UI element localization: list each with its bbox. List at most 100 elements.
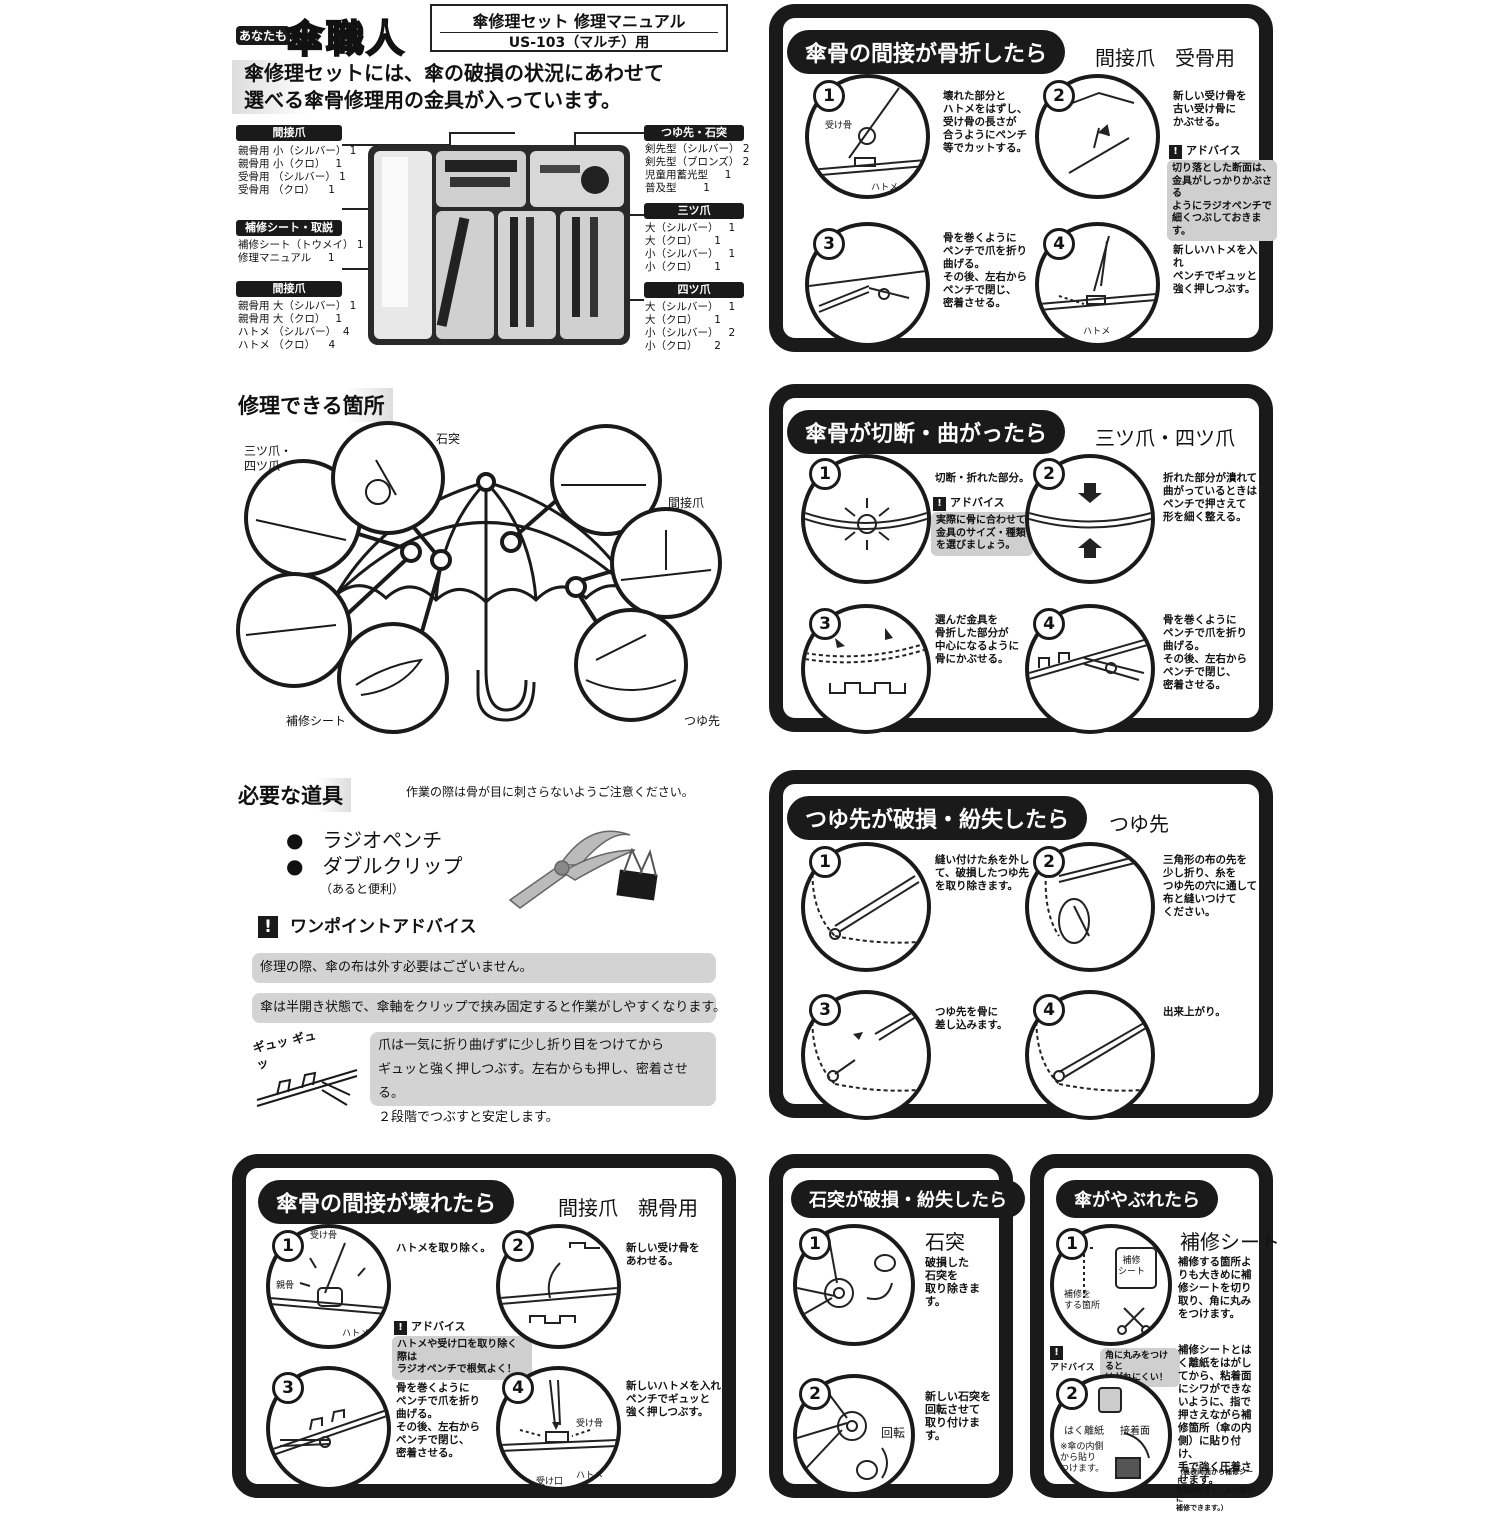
- label-oyabone: 親骨: [276, 1281, 295, 1291]
- tools-title: 必要な道具: [236, 778, 351, 812]
- panel-subtitle: 間接爪 親骨用: [558, 1196, 698, 1220]
- step-3-image: [805, 222, 930, 347]
- label-mitsu-yotsu: 三ツ爪・ 四ツ爪: [244, 444, 293, 473]
- tip-claw-line-1: 爪は一気に折り曲げずに少し折り目をつけてから: [378, 1038, 665, 1053]
- parts-kit-photo: [342, 132, 644, 345]
- panel-subtitle: つゆ先: [1109, 812, 1169, 836]
- parts-label-kansetsu-2: 間接爪: [236, 281, 342, 297]
- step-number: 1: [809, 846, 841, 878]
- onepoint-label: ワンポイントアドバイス: [290, 917, 477, 937]
- alert-icon: !: [933, 497, 946, 511]
- label-rotation: 回転: [881, 1426, 906, 1440]
- advice-text: 実際に骨に合わせて 金具のサイズ・種類 を選びましょう。: [931, 512, 1033, 556]
- brand-small: あなたも: [236, 26, 291, 45]
- label-tsuyusaki: つゆ先: [684, 714, 721, 728]
- label-hatome: ハトメ: [576, 1471, 604, 1481]
- advice-label: アドバイス: [1050, 1363, 1095, 1373]
- parts-list-tsuyusaki: 剣先型（シルバー） 2 剣先型（ブロンズ） 2 児童用蓄光型 1 普及型 1: [645, 143, 750, 194]
- brand-name: 傘職人: [285, 16, 407, 62]
- step-2-text: 補修シートとは く離紙をはがし てから、粘着面 にシワができな いように、指で …: [1178, 1344, 1252, 1486]
- panel-bone-cut-bent: 傘骨が切断・曲がったら 三ツ爪・四ツ爪 1 切断・折れた部分。 !アドバイス 実…: [769, 384, 1273, 734]
- tool-name-pliers: ラジオペンチ: [322, 828, 443, 852]
- step-2-text: 三角形の布の先を 少し折り、糸を つゆ先の穴に通して 布と縫いつけて ください。: [1163, 854, 1258, 918]
- step-number: 2: [1033, 846, 1065, 878]
- panel-title: 傘骨の間接が壊れたら: [258, 1180, 515, 1224]
- step-number: 1: [1056, 1228, 1088, 1260]
- step-4-text: 出来上がり。: [1163, 1006, 1226, 1018]
- parts-list-mitsu: 大（シルバー） 1 大（クロ） 1 小（シルバー） 1 小（クロ） 1: [645, 222, 736, 273]
- parts-label-mitsu: 三ツ爪: [644, 203, 744, 219]
- step-3-text: つゆ先を骨に 差し込みます。: [935, 1006, 1008, 1031]
- step-number: 4: [1033, 994, 1065, 1026]
- label-repair-sheet: 補修 シート: [1118, 1256, 1146, 1277]
- tip-claw-box: 爪は一気に折り曲げずに少し折り目をつけてから ギュッと強く押しつぶす。左右からも…: [370, 1032, 716, 1125]
- tool-item-pliers: ● ラジオペンチ: [286, 824, 442, 853]
- step-2-text: 折れた部分が潰れて 曲がっているときは ペンチで押さえて 形を細く整える。: [1163, 472, 1258, 523]
- advice-heading: ! アドバイス: [1050, 1346, 1096, 1373]
- label-hatome: ハトメ: [1083, 327, 1111, 337]
- alert-icon: !: [394, 1321, 407, 1335]
- label-inner-side: ※傘の内側 から貼り つけます。: [1060, 1442, 1105, 1474]
- parts-label-kansetsu-1: 間接爪: [236, 125, 342, 141]
- tools-caution: 作業の際は骨が目に刺さらないようご注意ください。: [406, 785, 694, 799]
- panel-title: 傘骨の間接が骨折したら: [787, 30, 1066, 74]
- bullet-icon: ●: [286, 828, 304, 852]
- intro-line-2: 選べる傘骨修理用の金具が入っています。: [244, 88, 621, 112]
- step-3-text: 骨を巻くように ペンチで爪を折り 曲げる。 その後、左右から ペンチで閉じ、 密…: [943, 232, 1027, 309]
- step-1-text: 壊れた部分と ハトメをはずし、 受け骨の長さが 合うようにペンチ 等でカットする…: [943, 90, 1028, 154]
- step-number: 2: [1056, 1378, 1088, 1410]
- umbrella-diagram: [236, 421, 722, 734]
- label-repair-area: 補修を する箇所: [1064, 1290, 1101, 1311]
- panel-title: つゆ先が破損・紛失したら: [787, 796, 1088, 840]
- step-number: 2: [502, 1230, 534, 1262]
- parts-list-kansetsu-1: 親骨用 小（シルバー） 1 親骨用 小（クロ） 1 受骨用 （シルバー） 1 受…: [238, 145, 357, 196]
- parts-list-kansetsu-2: 親骨用 大（シルバー） 1 親骨用 大（クロ） 1 ハトメ （シルバー） 4 ハ…: [238, 300, 357, 351]
- step-1-text: 補修する箇所よ りも大きめに補 修シートを切り 取り、角に丸み をつけます。: [1178, 1256, 1252, 1320]
- step-number: 3: [809, 608, 841, 640]
- step-1-text: 切断・折れた部分。: [935, 472, 1030, 484]
- bullet-icon: ●: [286, 854, 304, 878]
- step-number: 3: [813, 228, 845, 260]
- tip-claw-line-2: ギュッと強く押しつぶす。左右からも押し、密着させる。: [378, 1062, 688, 1101]
- label-kansetsu: 間接爪: [668, 496, 705, 510]
- panel-joint-broken-uke: 傘骨の間接が骨折したら 間接爪 受骨用 1 受け骨 ハトメ 壊れた部分と ハトメ…: [769, 4, 1277, 352]
- advice-label: アドバイス: [411, 1320, 466, 1333]
- step-number: 4: [502, 1372, 534, 1404]
- advice-text: 切り落とした断面は、 金具がしっかりかぶさる ようにラジオペンチで 細くつぶして…: [1167, 160, 1277, 241]
- advice-heading: !アドバイス: [933, 494, 1005, 511]
- step-1-text: 破損した 石突を 取り除きます。: [925, 1256, 980, 1308]
- panel-subtitle: 間接爪 受骨用: [1095, 46, 1235, 70]
- step-number: 2: [1043, 80, 1075, 112]
- label-ukeguchi: 受け口: [536, 1477, 564, 1487]
- label-adhesive: 接着面: [1120, 1426, 1150, 1437]
- alert-icon: !: [1050, 1346, 1063, 1360]
- step-4-text: 骨を巻くように ペンチで爪を折り 曲げる。 その後、左右から ペンチで閉じ、 密…: [1163, 614, 1247, 691]
- tool-name-clip: ダブルクリップ: [322, 854, 463, 878]
- manual-model: US-103（マルチ）用: [508, 35, 650, 51]
- parts-label-hoshu: 補修シート・取説: [236, 220, 342, 236]
- note-both-sides: （裏表両面から補修シート を貼付けると、より強力に 補修できます。）: [1176, 1468, 1253, 1512]
- panel-fabric-torn: 傘がやぶれたら 補修シート 1 補修を する箇所 補修 シート 補修する箇所よ …: [1030, 1154, 1280, 1512]
- advice-text: ハトメや受け口を取り除く際は ラジオペンチで根気よく！: [392, 1336, 532, 1380]
- panel-title: 石突が破損・紛失したら: [791, 1180, 1025, 1218]
- step-3-text: 選んだ金具を 骨折した部分が 中心になるように 骨にかぶせる。: [935, 614, 1019, 665]
- step-3-text: 骨を巻くように ペンチで爪を折り 曲げる。 その後、左右から ペンチで閉じ、 密…: [396, 1382, 480, 1459]
- manual-title: 傘修理セット 修理マニュアル: [440, 8, 718, 33]
- step-4-text: 新しいハトメを入れ ペンチでギュッと 強く押しつぶす。: [626, 1380, 721, 1418]
- repairable-title: 修理できる箇所: [236, 388, 393, 422]
- panel-title: 傘がやぶれたら: [1056, 1180, 1218, 1218]
- parts-list-hoshu: 補修シート（トウメイ） 1 修理マニュアル 1: [238, 239, 364, 264]
- parts-label-yotsu: 四ツ爪: [644, 282, 744, 298]
- step-number: 1: [799, 1228, 831, 1260]
- panel-subtitle: 三ツ爪・四ツ爪: [1095, 426, 1235, 450]
- onepoint-heading: !ワンポイントアドバイス: [258, 912, 477, 938]
- label-ishizuki: 石突: [436, 432, 461, 446]
- step-1-text: ハトメを取り除く。: [396, 1242, 491, 1254]
- step-number: 1: [272, 1230, 304, 1262]
- panel-tip-broken-lost: つゆ先が破損・紛失したら つゆ先 1 縫い付けた糸を外し て、破損したつゆ先 を…: [769, 770, 1273, 1120]
- alert-icon: !: [1169, 145, 1182, 159]
- step-number: 4: [1043, 228, 1075, 260]
- brand-logo: あなたも 傘職人: [236, 8, 416, 62]
- tool-item-clip: ● ダブルクリップ: [286, 850, 463, 879]
- panel-ishizuki-broken-lost: 石突が破損・紛失したら 1 石突 破損した 石突を 取り除きます。 2 新しい石…: [769, 1154, 1025, 1498]
